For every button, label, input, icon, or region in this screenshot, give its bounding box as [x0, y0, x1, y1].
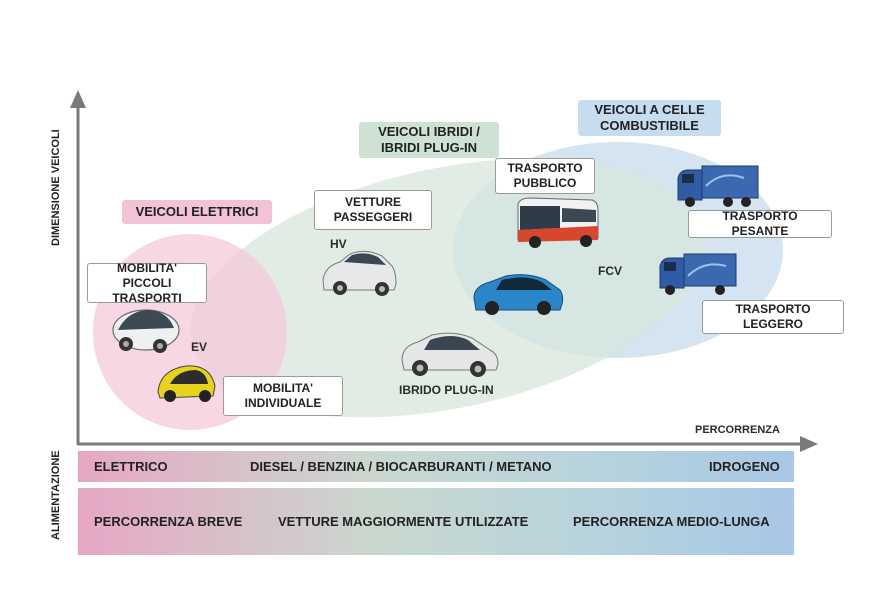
fcv-label: FCV: [598, 264, 622, 278]
range-band: PERCORRENZA BREVE VETTURE MAGGIORMENTE U…: [78, 488, 794, 555]
hybrid-category-header: VEICOLI IBRIDI / IBRIDI PLUG-IN: [359, 122, 499, 158]
fuel-cell-category-header: VEICOLI A CELLE COMBUSTIBILE: [578, 100, 721, 136]
light-truck-icon: [659, 253, 737, 295]
yellow-micro-ev-icon: [157, 365, 216, 402]
y-axis-label: DIMENSIONE VEICOLI: [50, 129, 62, 246]
small-ev-pod-icon: [112, 309, 180, 353]
ev-label: EV: [191, 340, 208, 354]
fuel-hydrogen: IDROGENO: [709, 459, 780, 474]
range-short: PERCORRENZA BREVE: [94, 514, 243, 529]
bus-icon: [517, 197, 599, 248]
hv-label: HV: [330, 237, 347, 251]
fuel-electric: ELETTRICO: [94, 459, 168, 474]
small-mobility-box: MOBILITA' PICCOLI TRASPORTI: [87, 261, 207, 305]
ev-category-header: VEICOLI ELETTRICI: [122, 200, 272, 224]
plugin-hybrid-car-icon: [401, 332, 499, 377]
fuel-band-label: ALIMENTAZIONE: [50, 450, 62, 540]
fuel-cell-car-icon: [473, 274, 564, 315]
heavy-transport-box: TRASPORTO PESANTE: [688, 209, 832, 238]
light-transport-box: TRASPORTO LEGGERO: [702, 300, 844, 334]
fuel-band: ELETTRICO DIESEL / BENZINA / BIOCARBURAN…: [78, 451, 794, 482]
individual-mobility-box: MOBILITA' INDIVIDUALE: [223, 376, 343, 416]
x-axis-arrow-icon: [800, 436, 818, 452]
passenger-cars-box: VETTURE PASSEGGERI: [314, 190, 432, 230]
fuel-fossil: DIESEL / BENZINA / BIOCARBURANTI / METAN…: [250, 459, 552, 474]
x-axis-label: PERCORRENZA: [695, 424, 780, 436]
range-most-used: VETTURE MAGGIORMENTE UTILIZZATE: [278, 514, 529, 529]
range-long: PERCORRENZA MEDIO-LUNGA: [573, 514, 770, 529]
y-axis-arrow-icon: [70, 90, 86, 108]
public-transport-box: TRASPORTO PUBBLICO: [495, 158, 595, 194]
plugin-hybrid-label: IBRIDO PLUG-IN: [399, 383, 494, 397]
heavy-truck-icon: [677, 165, 759, 207]
hybrid-car-icon: [322, 250, 397, 296]
